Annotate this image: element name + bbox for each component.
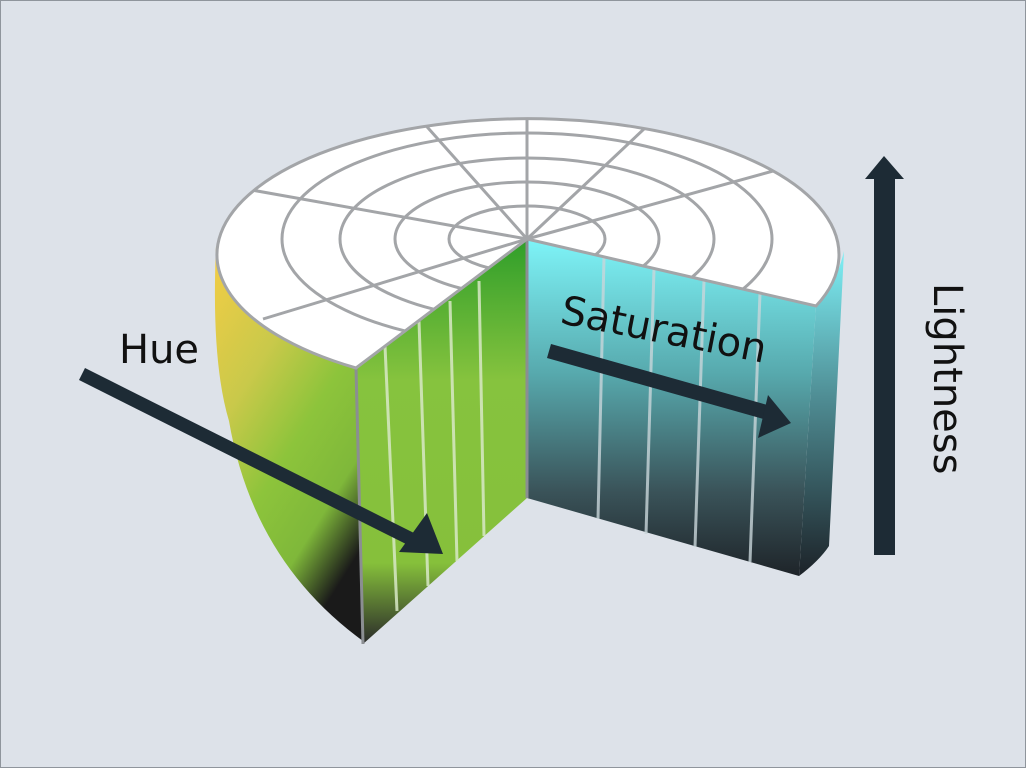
lightness-arrow: [865, 156, 904, 555]
top-face-grid: [228, 118, 785, 347]
saturation-arrow: [547, 344, 791, 438]
green-cut-face: [356, 239, 527, 644]
hue-arrow: [79, 368, 443, 554]
top-face: [215, 117, 841, 370]
lightness-label: Lightness: [924, 283, 970, 474]
hue-label: Hue: [119, 327, 199, 373]
right-outer-rim: [799, 251, 844, 576]
hue-outer-wall: [214, 246, 363, 641]
cyan-face-grid-lines: [596, 256, 762, 563]
